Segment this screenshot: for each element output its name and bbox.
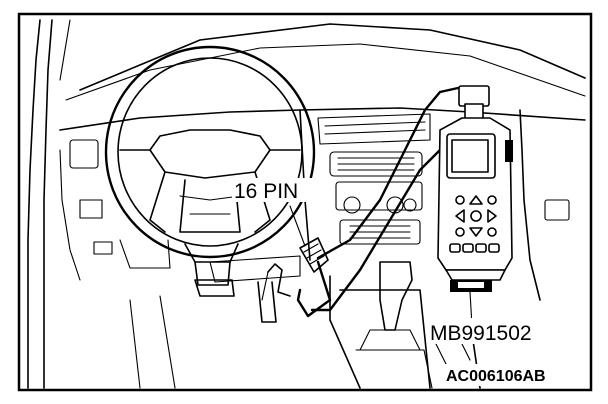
figure-code-bg: [444, 364, 564, 386]
tool-cable: [261, 86, 472, 318]
tool-connector-slot: [458, 282, 484, 288]
climate-panel: [339, 219, 421, 245]
center-vent: [329, 151, 423, 177]
left-arrow-icon: [455, 209, 465, 223]
tool-button: [487, 195, 497, 205]
tool-screen: [451, 139, 489, 173]
tool-button: [455, 195, 465, 205]
down-arrow-icon: [469, 227, 483, 237]
pedals: [129, 279, 277, 389]
brake-pedal: [194, 279, 235, 297]
figure-frame: [17, 12, 593, 392]
tool-key: [475, 243, 487, 253]
connector-leader-line: [289, 205, 306, 247]
tool-side-clip: [505, 140, 513, 162]
tool-center-button: [470, 210, 482, 222]
left-switch: [79, 199, 103, 219]
steering-wheel: [104, 45, 316, 286]
tool-key: [449, 243, 461, 253]
scan-tool: [437, 85, 513, 327]
connector-label: 16 PIN: [234, 180, 298, 203]
dashboard: [59, 107, 586, 301]
tool-key: [488, 243, 500, 253]
tool-key: [462, 243, 474, 253]
right-vent: [544, 199, 570, 221]
audio-unit: [335, 181, 423, 211]
accelerator-pedal: [257, 281, 277, 323]
connector-label-bg: [232, 178, 316, 202]
shift-lever: [379, 261, 413, 331]
windshield: [27, 19, 586, 389]
figure-code: AC006106AB: [446, 368, 546, 385]
diagnostic-connector: [289, 205, 329, 273]
left-vent: [69, 139, 99, 169]
tool-button: [487, 227, 497, 237]
left-knob: [343, 196, 361, 214]
tool-label: MB991502: [430, 322, 532, 345]
tool-plug: [458, 85, 490, 107]
tool-button: [455, 227, 465, 237]
tool-label-bg: [428, 318, 568, 344]
up-arrow-icon: [469, 195, 483, 205]
small-switch: [93, 241, 113, 255]
tool-base: [445, 269, 506, 281]
right-arrow-icon: [487, 209, 497, 223]
